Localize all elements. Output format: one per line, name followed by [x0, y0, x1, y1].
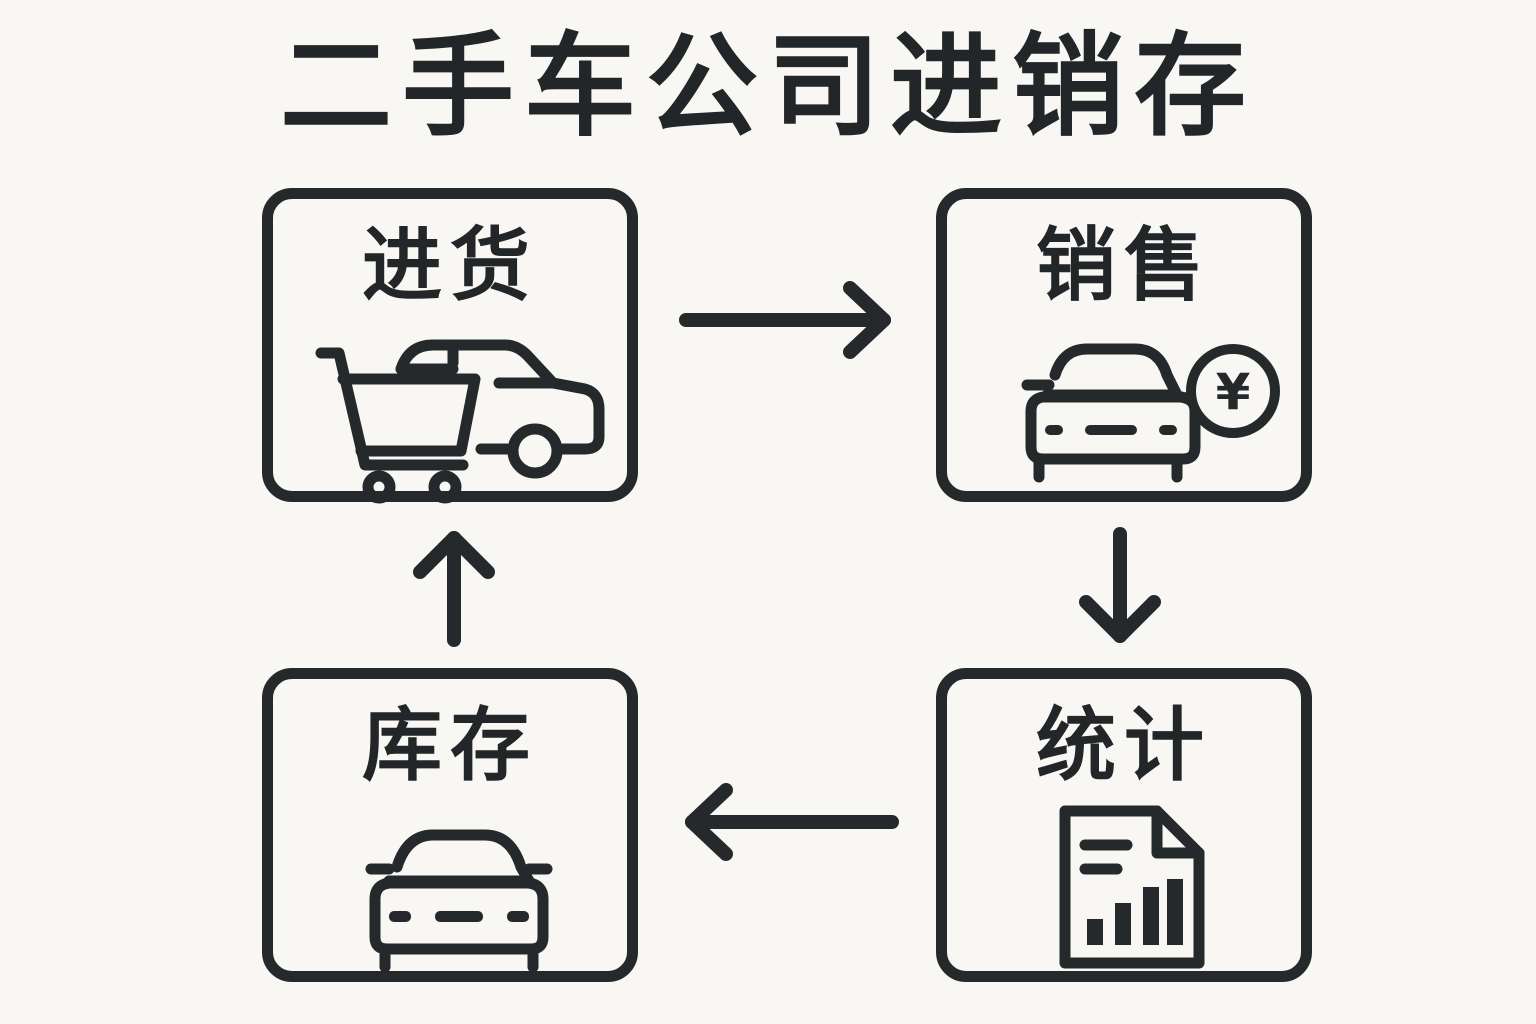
- yuan-symbol: ¥: [1216, 363, 1251, 421]
- arrow-statistics-to-inventory: [680, 783, 900, 861]
- arrow-purchase-to-sales: [678, 281, 898, 359]
- node-inventory-label: 库存: [362, 699, 538, 792]
- node-statistics: 统计: [936, 668, 1312, 982]
- node-inventory: 库存: [262, 668, 638, 982]
- node-sales-label: 销售: [1036, 219, 1212, 312]
- diagram-title: 二手车公司进销存: [280, 22, 1256, 152]
- cart-car-icon: [313, 339, 613, 504]
- node-sales: 销售 ¥: [936, 188, 1312, 502]
- car-yuan-icon: ¥: [1009, 339, 1289, 489]
- report-chart-icon: [1053, 803, 1213, 973]
- node-statistics-label: 统计: [1036, 699, 1212, 792]
- node-purchase-label: 进货: [362, 219, 538, 312]
- arrow-inventory-to-purchase: [413, 528, 495, 648]
- node-purchase: 进货: [262, 188, 638, 504]
- arrow-sales-to-statistics: [1079, 526, 1161, 646]
- car-icon: [359, 825, 559, 975]
